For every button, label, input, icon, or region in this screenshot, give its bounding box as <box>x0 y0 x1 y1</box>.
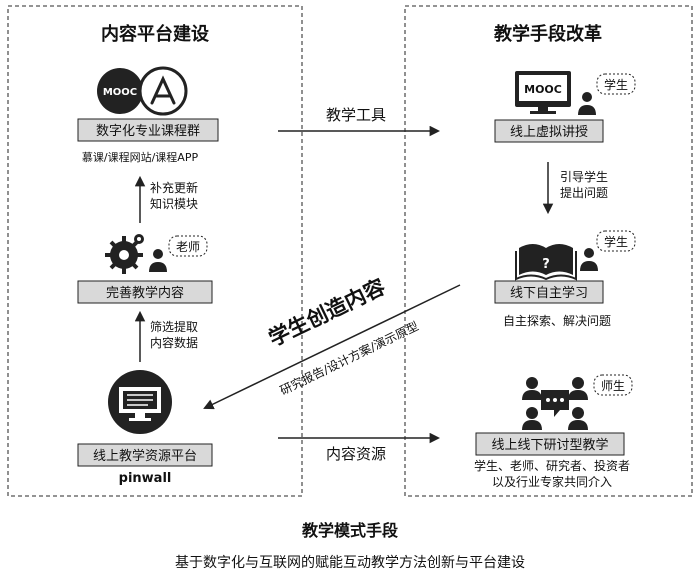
arrow-content-resources-label: 内容资源 <box>326 445 386 463</box>
left-panel-title: 内容平台建设 <box>101 23 209 45</box>
arrow-right-upper-label-1: 引导学生 <box>560 169 608 184</box>
student-role-badge-mid: 学生 <box>596 230 636 252</box>
arrow-right-upper-label-2: 提出问题 <box>560 185 608 200</box>
svg-text:学生: 学生 <box>604 77 628 92</box>
footer-title: 教学模式手段 <box>302 521 399 540</box>
node-digital-courses <box>77 118 219 142</box>
arrow-teaching-tools-label: 教学工具 <box>326 106 386 124</box>
gears-icon <box>105 234 144 274</box>
node-online-platform-sub: pinwall <box>119 471 172 486</box>
arrow-student-content <box>203 284 461 410</box>
right-panel-border <box>404 5 693 497</box>
arrow-left-lower-label-1: 筛选提取 <box>150 319 198 334</box>
node-offline-self-study-label: 线下自主学习 <box>510 285 588 301</box>
svg-text:MOOC: MOOC <box>524 83 562 96</box>
student-role-badge-top: 学生 <box>596 73 636 95</box>
arrow-left-lower-label-2: 内容数据 <box>150 335 198 350</box>
node-online-lecture-label: 线上虚拟讲授 <box>510 125 588 140</box>
teacher-person-icon <box>149 249 167 272</box>
app-store-icon <box>138 66 188 116</box>
node-seminar-teaching-label: 线上线下研讨型教学 <box>491 437 608 453</box>
node-digital-courses-label: 数字化专业课程群 <box>96 124 200 139</box>
group-discussion-icon <box>522 377 588 430</box>
book-icon: ? <box>515 244 577 281</box>
student-person-icon-top <box>578 92 596 115</box>
node-online-platform-label: 线上教学资源平台 <box>93 448 197 464</box>
svg-text:学生: 学生 <box>604 234 628 249</box>
arrow-left-upper-label-1: 补充更新 <box>150 180 198 195</box>
mooc-icon: MOOC <box>97 68 143 114</box>
node-seminar-teaching-sub-2: 以及行业专家共同介入 <box>492 474 612 489</box>
right-panel-title: 教学手段改革 <box>494 23 602 45</box>
footer-caption: 基于数字化与互联网的赋能互动教学方法创新与平台建设 <box>175 554 525 571</box>
svg-text:老师: 老师 <box>176 240 200 254</box>
left-panel-border <box>7 5 303 497</box>
node-online-platform <box>77 443 213 467</box>
node-offline-self-study <box>494 280 604 304</box>
student-person-icon-mid <box>580 248 598 271</box>
svg-text:?: ? <box>542 257 550 272</box>
svg-text:MOOC: MOOC <box>103 87 137 98</box>
node-seminar-teaching-sub-1: 学生、老师、研究者、投资者 <box>474 458 630 473</box>
monitor-icon <box>108 370 172 434</box>
svg-text:师生: 师生 <box>601 379 625 393</box>
mooc-monitor-icon: MOOC <box>515 71 571 114</box>
node-online-lecture <box>494 119 604 143</box>
arrow-left-upper-label-2: 知识模块 <box>150 197 198 211</box>
node-improve-content-label: 完善教学内容 <box>106 285 184 301</box>
node-digital-courses-sub: 慕课/课程网站/课程APP <box>82 150 199 164</box>
teacher-student-role-badge: 师生 <box>593 374 633 396</box>
teacher-role-badge: 老师 <box>168 235 208 257</box>
node-offline-self-study-sub: 自主探索、解决问题 <box>503 314 611 328</box>
node-seminar-teaching <box>475 432 625 456</box>
node-improve-content <box>77 280 213 304</box>
